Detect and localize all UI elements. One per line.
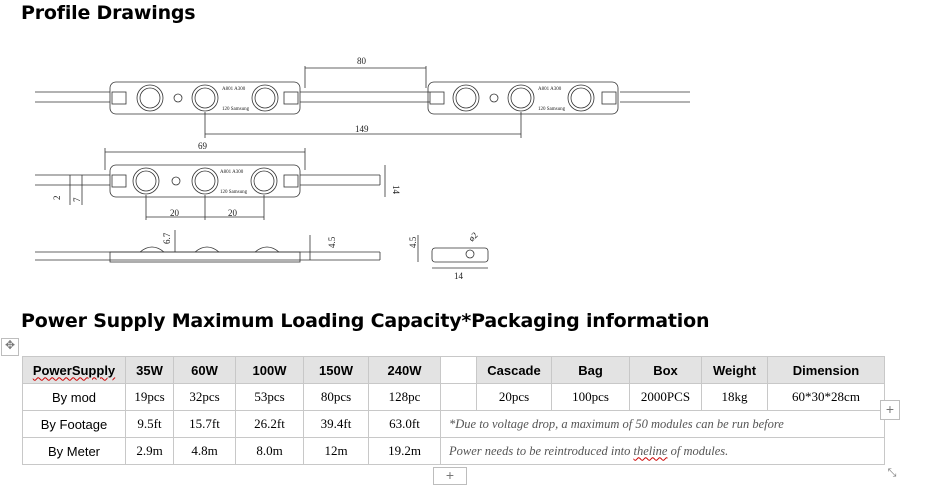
table-row: By Meter 2.9m 4.8m 8.0m 12m 19.2m Power … [22, 437, 885, 465]
dim-20-a: 20 [170, 208, 180, 218]
table-cell[interactable]: 39.4ft [303, 410, 369, 438]
dim-14-end: 14 [454, 271, 464, 281]
table-cell[interactable] [440, 383, 477, 411]
dim-2: 2 [52, 196, 62, 201]
header-cell[interactable]: Bag [551, 356, 630, 384]
table-cell[interactable]: 2.9m [125, 437, 174, 465]
table-cell[interactable]: 60*30*28cm [767, 383, 885, 411]
module-text: 120 Samsung [220, 190, 248, 195]
power-reintroduce-note[interactable]: Power needs to be reintroduced into thel… [440, 437, 885, 465]
capacity-table: PowerSupply 35W 60W 100W 150W 240W Casca… [22, 356, 885, 465]
table-cell[interactable]: 100pcs [551, 383, 630, 411]
module-text: 120 Samsung [538, 107, 566, 112]
profile-drawings-heading: Profile Drawings [21, 2, 196, 24]
header-cell[interactable]: 35W [125, 356, 174, 384]
table-cell[interactable]: 8.0m [235, 437, 304, 465]
dim-4-5-a: 4.5 [327, 236, 337, 248]
header-cell[interactable]: PowerSupply [22, 356, 126, 384]
table-cell[interactable]: 19.2m [368, 437, 441, 465]
profile-drawing: 80 149 69 14 20 20 2 7 6.7 4.5 4.5 ø2 14… [35, 56, 690, 281]
table-cell[interactable]: 2000PCS [629, 383, 702, 411]
table-move-handle-icon[interactable]: ✥ [1, 338, 19, 356]
dim-14: 14 [391, 185, 401, 195]
row-label[interactable]: By Footage [22, 410, 126, 438]
header-cell[interactable]: 100W [235, 356, 304, 384]
table-cell[interactable]: 12m [303, 437, 369, 465]
add-row-plus-icon[interactable]: + [433, 467, 467, 485]
dim-4-5-b: 4.5 [408, 236, 418, 248]
module-text: A801 A300 [220, 170, 244, 175]
voltage-drop-note[interactable]: *Due to voltage drop, a maximum of 50 mo… [440, 410, 885, 438]
table-cell[interactable]: 19pcs [125, 383, 174, 411]
table-row: By Footage 9.5ft 15.7ft 26.2ft 39.4ft 63… [22, 410, 885, 438]
header-cell[interactable]: Cascade [476, 356, 552, 384]
header-cell[interactable]: Dimension [767, 356, 885, 384]
dim-20-b: 20 [228, 208, 238, 218]
header-cell[interactable] [440, 356, 477, 384]
row-label[interactable]: By Meter [22, 437, 126, 465]
table-cell[interactable]: 32pcs [173, 383, 236, 411]
header-cell[interactable]: Weight [701, 356, 768, 384]
table-row: By mod 19pcs 32pcs 53pcs 80pcs 128pc 20p… [22, 383, 885, 411]
table-cell[interactable]: 4.8m [173, 437, 236, 465]
module-text: A801 A300 [538, 87, 562, 92]
dim-69: 69 [198, 141, 208, 151]
capacity-heading: Power Supply Maximum Loading Capacity*Pa… [21, 310, 710, 332]
table-cell[interactable]: 26.2ft [235, 410, 304, 438]
table-cell[interactable]: 80pcs [303, 383, 369, 411]
dim-80: 80 [357, 56, 367, 66]
header-cell[interactable]: 240W [368, 356, 441, 384]
table-cell[interactable]: 63.0ft [368, 410, 441, 438]
module-text: 120 Samsung [222, 107, 250, 112]
header-cell[interactable]: Box [629, 356, 702, 384]
table-cell[interactable]: 53pcs [235, 383, 304, 411]
table-header-row: PowerSupply 35W 60W 100W 150W 240W Casca… [22, 356, 885, 384]
dim-diameter-2: ø2 [466, 230, 479, 243]
table-cell[interactable]: 20pcs [476, 383, 552, 411]
table-cell[interactable]: 9.5ft [125, 410, 174, 438]
table-cell[interactable]: 18kg [701, 383, 768, 411]
row-label[interactable]: By mod [22, 383, 126, 411]
dim-6-7: 6.7 [162, 232, 172, 244]
dim-7: 7 [72, 197, 82, 202]
header-cell[interactable]: 150W [303, 356, 369, 384]
table-resize-handle-icon[interactable]: ⤡ [884, 467, 900, 483]
module-text: A801 A300 [222, 87, 246, 92]
dim-149: 149 [355, 124, 369, 134]
table-cell[interactable]: 15.7ft [173, 410, 236, 438]
add-column-plus-icon[interactable]: + [880, 400, 900, 420]
table-cell[interactable]: 128pc [368, 383, 441, 411]
header-cell[interactable]: 60W [173, 356, 236, 384]
